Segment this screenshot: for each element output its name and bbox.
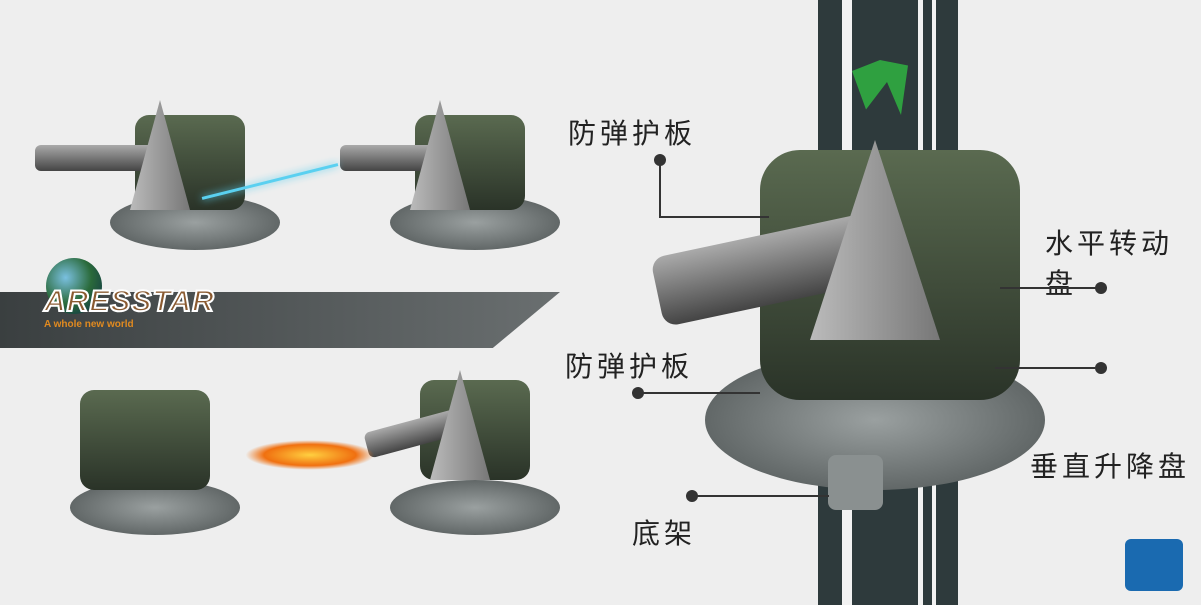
callout-armor-plate-bottom: 防弹护板 xyxy=(565,350,694,383)
corner-logo-icon xyxy=(1125,539,1183,591)
leader-line xyxy=(640,392,760,394)
logo-title: ARESSTAR xyxy=(43,284,215,319)
logo-tagline: A whole new world xyxy=(44,319,134,330)
leader-line xyxy=(659,216,769,218)
callout-dot xyxy=(632,387,644,399)
callout-dot xyxy=(1095,282,1107,294)
leader-line xyxy=(995,367,1095,369)
callout-chassis: 底架 xyxy=(632,517,697,550)
muzzle-fire xyxy=(245,440,375,470)
leader-line xyxy=(694,495,829,497)
callout-dot xyxy=(686,490,698,502)
callout-armor-plate-top: 防弹护板 xyxy=(568,117,697,150)
leader-line xyxy=(1000,287,1096,289)
callout-horizontal-turntable: 水平转动盘 xyxy=(1045,227,1174,300)
callout-vertical-lift: 垂直升降盘 xyxy=(1030,450,1191,483)
callout-dot xyxy=(1095,362,1107,374)
globe-image xyxy=(46,258,102,314)
leader-line xyxy=(659,160,661,218)
